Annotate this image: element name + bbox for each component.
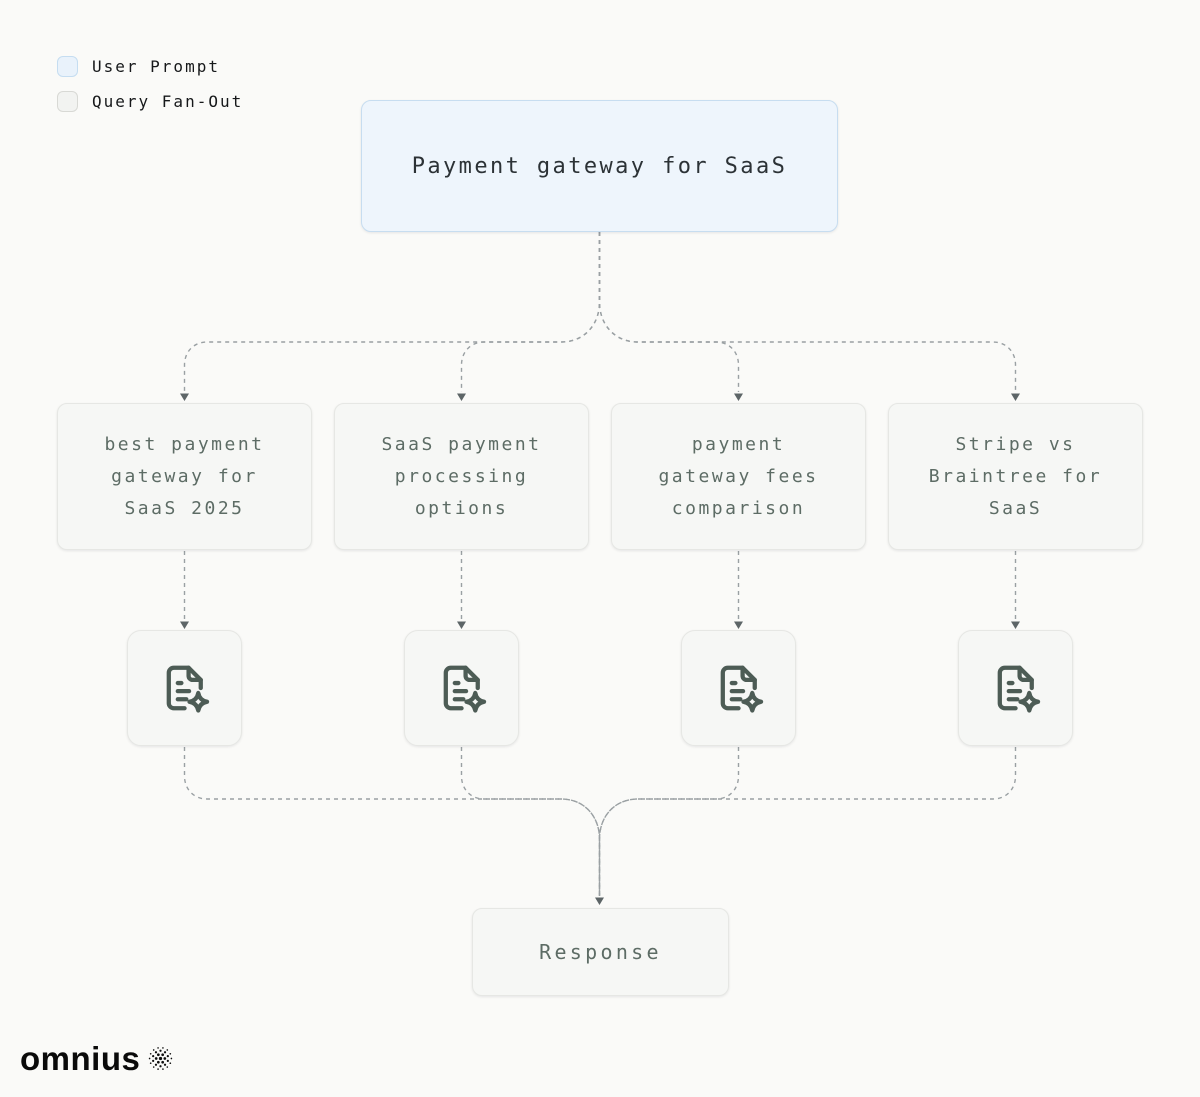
wire-prompt-to-q2 (460, 232, 601, 392)
wire-prompt-to-q4 (598, 232, 1017, 392)
brand-logo: omnius (20, 1042, 174, 1075)
query-node-3: payment gateway fees comparison (611, 403, 866, 550)
doc-result-node-2 (404, 630, 519, 746)
doc-result-node-1 (127, 630, 242, 746)
wire-doc4-to-response (598, 747, 1017, 896)
response-node: Response (472, 908, 729, 996)
file-sparkle-icon (166, 665, 209, 713)
legend-item-user-prompt: User Prompt (57, 56, 243, 77)
wire-prompt-to-q3 (598, 232, 740, 392)
wire-doc1-to-response (183, 747, 601, 896)
legend-label: Query Fan-Out (92, 92, 244, 111)
query-label: payment gateway fees comparison (658, 433, 819, 519)
wire-doc2-to-response (460, 747, 601, 896)
wire-doc3-to-response (598, 747, 740, 896)
user-prompt-node: Payment gateway for SaaS (361, 100, 838, 232)
doc-result-node-4 (958, 630, 1073, 746)
file-sparkle-icon (997, 665, 1040, 713)
file-sparkle-icon (443, 665, 486, 713)
legend: User Prompt Query Fan-Out (57, 56, 243, 126)
query-node-4: Stripe vs Braintree for SaaS (888, 403, 1143, 550)
legend-item-query-fanout: Query Fan-Out (57, 91, 243, 112)
dotted-sphere-icon (149, 1047, 173, 1070)
response-label: Response (539, 940, 662, 964)
query-node-1: best payment gateway for SaaS 2025 (57, 403, 312, 550)
user-prompt-swatch (57, 56, 78, 77)
wire-prompt-to-q1 (183, 232, 601, 392)
query-label: SaaS payment processing options (381, 433, 542, 519)
file-sparkle-icon (720, 665, 763, 713)
brand-logo-text: omnius (20, 1040, 141, 1077)
query-fanout-swatch (57, 91, 78, 112)
legend-label: User Prompt (92, 57, 220, 76)
query-node-2: SaaS payment processing options (334, 403, 589, 550)
query-label: best payment gateway for SaaS 2025 (104, 433, 265, 519)
query-label: Stripe vs Braintree for SaaS (928, 433, 1103, 519)
doc-result-node-3 (681, 630, 796, 746)
user-prompt-label: Payment gateway for SaaS (411, 153, 788, 179)
